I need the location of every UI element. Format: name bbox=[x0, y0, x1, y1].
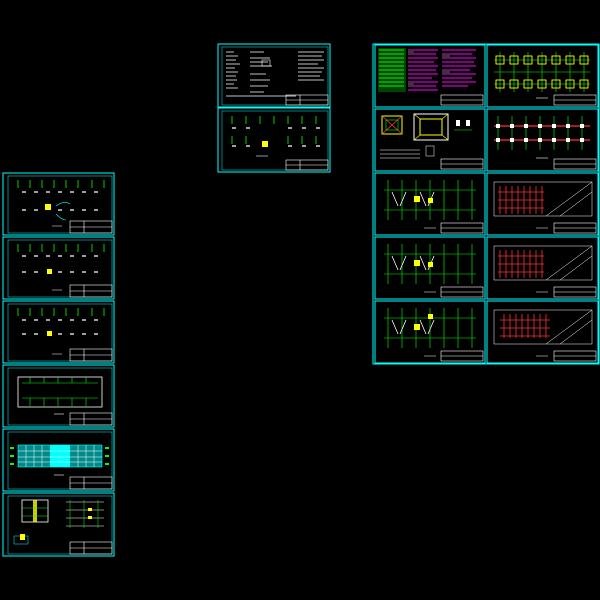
sheet-frame[interactable] bbox=[486, 172, 599, 236]
sheet-frame[interactable] bbox=[2, 236, 115, 300]
facade-elevation-drawing bbox=[10, 444, 109, 476]
sheet-frame[interactable] bbox=[486, 108, 599, 172]
middle-sheet-group bbox=[217, 43, 331, 173]
beam-reinforcement-drawing bbox=[494, 116, 590, 159]
sheet-frame[interactable] bbox=[2, 300, 115, 364]
slab-reinforcement-drawings bbox=[493, 181, 593, 357]
section-detail-drawing bbox=[13, 499, 104, 545]
right-sheet-group bbox=[372, 43, 600, 365]
sheet-frame[interactable] bbox=[486, 300, 599, 364]
sheet-frame[interactable] bbox=[374, 300, 486, 364]
sheet-frame[interactable] bbox=[2, 364, 115, 428]
sheet-frame[interactable] bbox=[2, 428, 115, 492]
sheet-frame[interactable] bbox=[374, 236, 486, 300]
general-notes-text bbox=[226, 51, 324, 97]
foundation-plan-drawing bbox=[231, 116, 320, 157]
elevation-drawing bbox=[17, 376, 103, 415]
sheet-frame[interactable] bbox=[2, 172, 115, 236]
column-layout-drawings bbox=[384, 180, 476, 357]
sheet-frame[interactable] bbox=[374, 108, 486, 172]
sheet-frame[interactable] bbox=[374, 44, 486, 108]
sheet-frame[interactable] bbox=[217, 43, 331, 108]
floor-plan-drawing bbox=[17, 180, 105, 355]
footing-detail-drawing bbox=[380, 113, 472, 159]
sheet-frame[interactable] bbox=[374, 172, 486, 236]
sheet-frame[interactable] bbox=[2, 492, 115, 557]
foundation-layout-drawing bbox=[494, 52, 590, 99]
left-sheet-group bbox=[2, 172, 115, 557]
sheet-frame[interactable] bbox=[486, 44, 599, 108]
structural-notes-drawing bbox=[378, 48, 476, 92]
sheet-frame[interactable] bbox=[486, 236, 599, 300]
sheet-frame[interactable] bbox=[217, 107, 331, 173]
